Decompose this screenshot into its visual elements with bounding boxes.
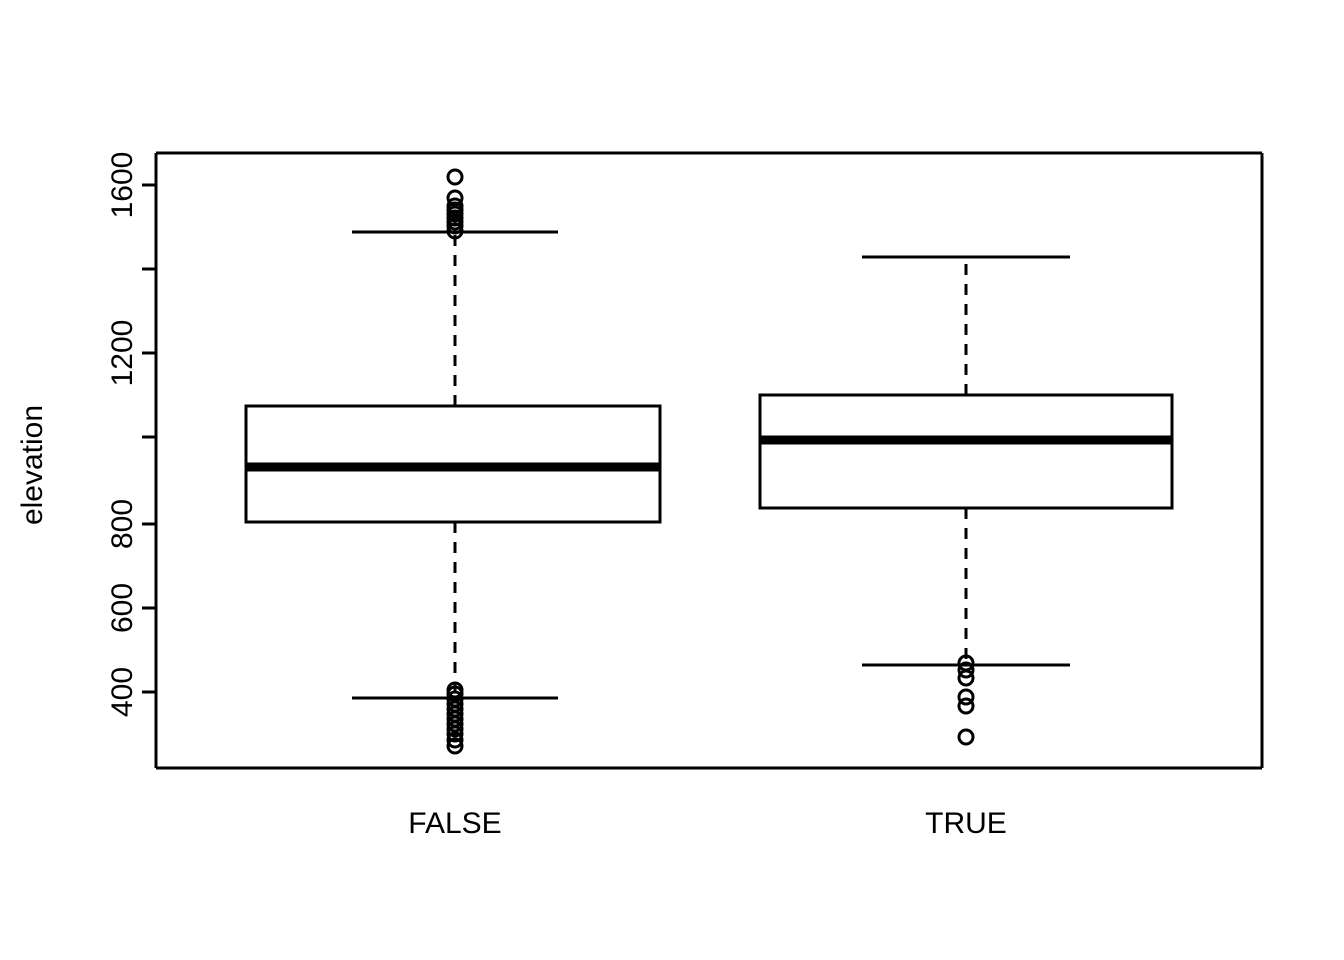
y-axis-title: elevation <box>16 405 49 525</box>
outlier-point <box>957 688 975 706</box>
x-axis-labels: FALSE TRUE <box>408 807 1007 840</box>
outlier-point <box>446 217 464 235</box>
y-tick-label-1600: 1600 <box>106 152 139 219</box>
y-tick-label-400: 400 <box>106 667 139 717</box>
outliers-low-false <box>446 681 464 755</box>
outlier-point <box>446 725 464 743</box>
outlier-point <box>446 168 464 186</box>
outlier-point <box>446 715 464 733</box>
box-group-true[interactable] <box>758 255 1174 746</box>
outlier-point <box>446 189 464 207</box>
outlier-point <box>446 720 464 738</box>
y-tick-label-800: 800 <box>106 499 139 549</box>
plot-frame <box>156 151 1264 770</box>
y-axis: 1600 1200 800 600 400 elevation <box>16 152 158 768</box>
outlier-point <box>957 728 975 746</box>
outliers-low-true <box>957 654 975 746</box>
box-group-false[interactable] <box>244 168 662 755</box>
y-axis-tick-labels: 1600 1200 800 600 400 <box>106 152 139 717</box>
y-tick-label-600: 600 <box>106 583 139 633</box>
outlier-point <box>446 737 464 755</box>
outlier-point <box>446 222 464 240</box>
outlier-point <box>957 669 975 687</box>
outlier-point <box>957 661 975 679</box>
category-label-false: FALSE <box>408 807 501 840</box>
outlier-point <box>446 731 464 749</box>
box-iqr-true[interactable] <box>758 393 1174 510</box>
y-axis-ticks <box>142 183 156 694</box>
outliers-high-false <box>446 168 464 240</box>
y-tick-label-1200: 1200 <box>106 320 139 387</box>
outlier-point <box>957 697 975 715</box>
category-label-true: TRUE <box>925 807 1007 840</box>
